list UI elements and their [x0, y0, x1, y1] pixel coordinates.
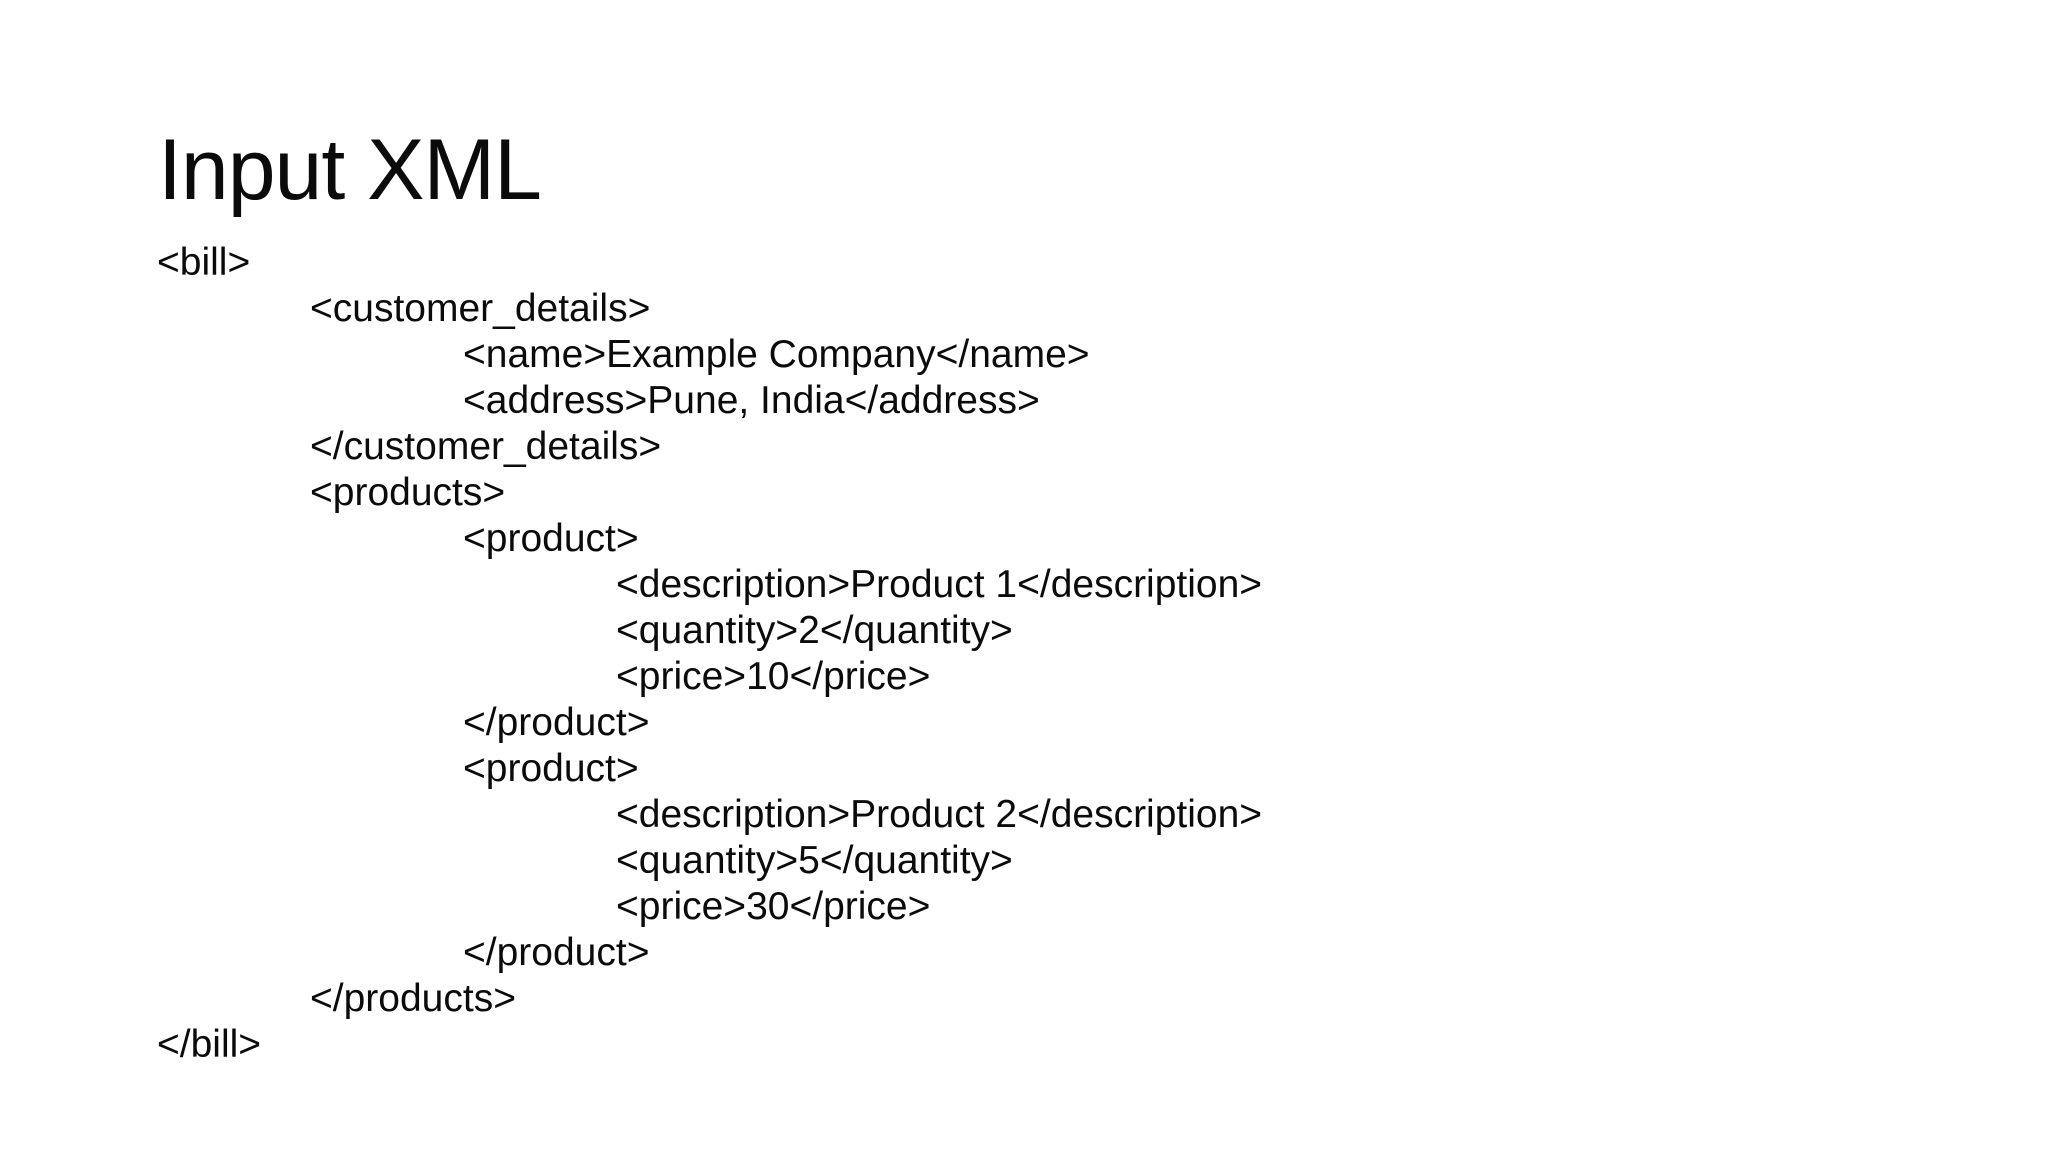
xml-code-line: </product>	[463, 931, 650, 974]
xml-code-line: <product>	[463, 517, 639, 560]
xml-code-block: <bill> <customer_details><name>Example Co…	[157, 240, 1262, 1068]
xml-code-line: </product>	[463, 701, 650, 744]
xml-code-line: <bill>	[157, 241, 251, 284]
xml-code-line: <quantity>2</quantity>	[616, 609, 1013, 652]
xml-code-line: <price>30</price>	[616, 885, 931, 928]
xml-code-line: <name>Example Company</name>	[463, 333, 1090, 376]
xml-code-line: <price>10</price>	[616, 655, 931, 698]
xml-code-line: </products>	[310, 977, 516, 1020]
xml-code-line: <products>	[310, 471, 506, 514]
xml-code-line: <description>Product 2</description>	[616, 793, 1263, 836]
xml-code-line: <address>Pune, India</address>	[463, 379, 1040, 422]
slide-title: Input XML	[158, 122, 542, 218]
xml-code-line: <quantity>5</quantity>	[616, 839, 1013, 882]
xml-code-line: </customer_details>	[310, 425, 662, 468]
xml-code-line: <customer_details>	[310, 287, 651, 330]
xml-code-line: </bill>	[157, 1023, 262, 1066]
xml-code-line: <description>Product 1</description>	[616, 563, 1263, 606]
xml-code-line: <product>	[463, 747, 639, 790]
